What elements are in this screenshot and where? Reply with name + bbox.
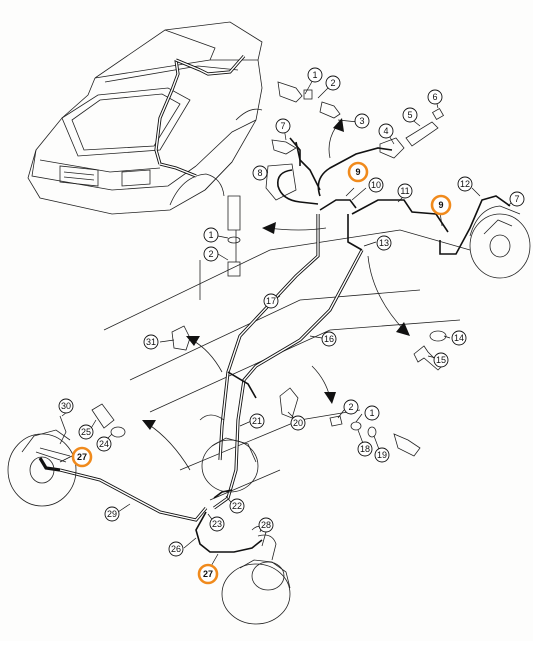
svg-text:22: 22 bbox=[232, 501, 242, 511]
svg-text:2: 2 bbox=[208, 249, 213, 259]
svg-text:14: 14 bbox=[454, 333, 464, 343]
callout-23: 23 bbox=[209, 516, 225, 532]
callout-27-highlighted-left: 27 bbox=[71, 446, 93, 468]
callout-27-highlighted-bottom: 27 bbox=[197, 563, 219, 585]
callout-1-right: 1 bbox=[364, 405, 380, 421]
callout-19: 19 bbox=[374, 447, 390, 463]
svg-text:5: 5 bbox=[407, 110, 412, 120]
svg-text:25: 25 bbox=[81, 427, 91, 437]
car-brake-line-routing bbox=[154, 54, 246, 178]
callout-24: 24 bbox=[96, 436, 112, 452]
callout-2-left: 2 bbox=[203, 246, 219, 262]
svg-text:1: 1 bbox=[208, 230, 213, 240]
main-brake-pipes bbox=[35, 137, 511, 553]
svg-text:29: 29 bbox=[107, 509, 117, 519]
rear-right-brake-disc bbox=[469, 205, 531, 279]
callout-15: 15 bbox=[433, 352, 449, 368]
callout-4: 4 bbox=[378, 123, 394, 139]
chassis-floor-outline bbox=[103, 229, 471, 501]
callout-20: 20 bbox=[290, 415, 306, 431]
callout-31: 31 bbox=[143, 334, 159, 350]
callout-1-left: 1 bbox=[203, 227, 219, 243]
callout-22: 22 bbox=[229, 498, 245, 514]
callout-8: 8 bbox=[252, 165, 268, 181]
svg-text:28: 28 bbox=[261, 520, 271, 530]
svg-text:19: 19 bbox=[377, 450, 387, 460]
callout-30: 30 bbox=[58, 398, 74, 414]
svg-text:12: 12 bbox=[460, 179, 470, 189]
svg-text:11: 11 bbox=[400, 186, 409, 196]
svg-text:9: 9 bbox=[355, 167, 360, 177]
svg-text:1: 1 bbox=[312, 70, 317, 80]
svg-text:10: 10 bbox=[371, 180, 381, 190]
svg-text:7: 7 bbox=[514, 194, 519, 204]
svg-text:21: 21 bbox=[252, 416, 262, 426]
svg-text:24: 24 bbox=[99, 439, 109, 449]
small-parts bbox=[59, 81, 447, 547]
svg-text:26: 26 bbox=[171, 544, 181, 554]
bottom-brake-disc bbox=[221, 534, 291, 625]
callout-2-right: 2 bbox=[343, 399, 359, 415]
callout-9-highlighted-left: 9 bbox=[347, 161, 369, 183]
svg-text:23: 23 bbox=[212, 519, 222, 529]
svg-text:3: 3 bbox=[359, 116, 364, 126]
callout-26: 26 bbox=[168, 541, 184, 557]
svg-text:18: 18 bbox=[360, 444, 370, 454]
car-body-outline bbox=[27, 21, 263, 215]
svg-text:6: 6 bbox=[432, 92, 437, 102]
svg-text:27: 27 bbox=[203, 569, 213, 579]
callout-25: 25 bbox=[78, 424, 94, 440]
svg-text:9: 9 bbox=[438, 200, 443, 210]
svg-text:31: 31 bbox=[146, 337, 156, 347]
callout-6: 6 bbox=[427, 89, 443, 105]
svg-text:2: 2 bbox=[330, 78, 335, 88]
left-brake-disc bbox=[7, 429, 77, 507]
callout-2-top: 2 bbox=[325, 75, 341, 91]
callout-1-top: 1 bbox=[307, 67, 323, 83]
svg-text:1: 1 bbox=[369, 408, 374, 418]
svg-text:15: 15 bbox=[436, 355, 446, 365]
callout-3: 3 bbox=[354, 113, 370, 129]
callout-5: 5 bbox=[402, 107, 418, 123]
callout-11: 11 bbox=[397, 183, 413, 199]
svg-text:27: 27 bbox=[77, 452, 87, 462]
callout-29: 29 bbox=[104, 506, 120, 522]
callout-17: 17 bbox=[263, 293, 279, 309]
middle-wheel-hub bbox=[199, 414, 259, 493]
svg-text:20: 20 bbox=[293, 418, 303, 428]
callout-21: 21 bbox=[249, 413, 265, 429]
svg-text:13: 13 bbox=[379, 238, 389, 248]
svg-text:4: 4 bbox=[383, 126, 388, 136]
svg-text:30: 30 bbox=[61, 401, 71, 411]
direction-arrows bbox=[142, 118, 410, 471]
svg-text:8: 8 bbox=[257, 168, 262, 178]
svg-text:2: 2 bbox=[348, 402, 353, 412]
callout-16: 16 bbox=[321, 331, 337, 347]
callout-12: 12 bbox=[457, 176, 473, 192]
svg-text:17: 17 bbox=[266, 296, 276, 306]
callout-7-right: 7 bbox=[509, 191, 525, 207]
svg-text:16: 16 bbox=[324, 334, 334, 344]
callout-14: 14 bbox=[451, 330, 467, 346]
callout-9-highlighted-right: 9 bbox=[430, 194, 452, 216]
callout-13: 13 bbox=[376, 235, 392, 251]
svg-text:7: 7 bbox=[280, 121, 285, 131]
callout-7-left: 7 bbox=[275, 118, 291, 134]
callout-28: 28 bbox=[258, 517, 274, 533]
callout-18: 18 bbox=[357, 441, 373, 457]
callout-10: 10 bbox=[368, 177, 384, 193]
